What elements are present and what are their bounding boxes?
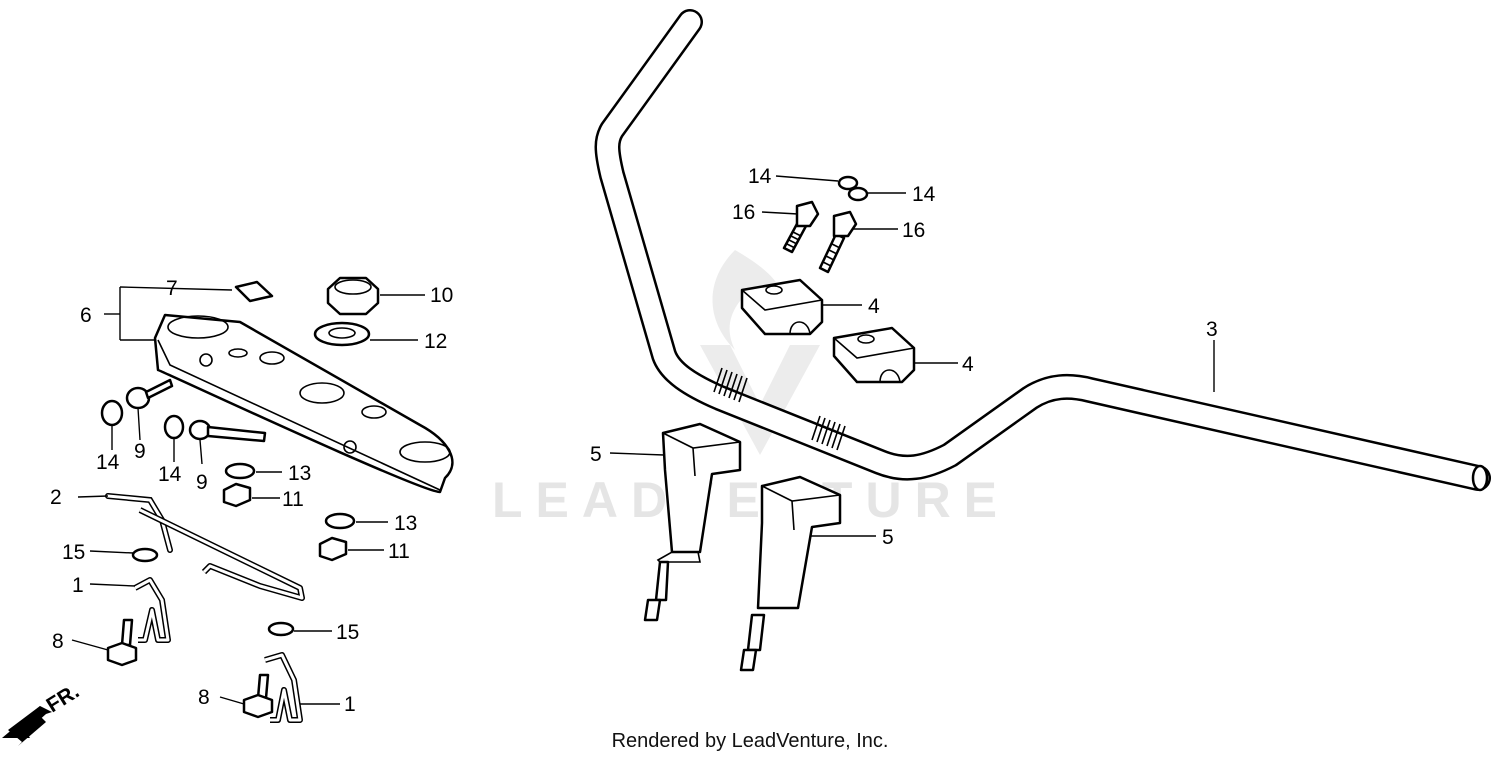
lower-holder-right — [739, 475, 842, 672]
callout-10: 10 — [430, 284, 453, 307]
clamp-upper — [133, 577, 171, 643]
upper-holder-left — [740, 278, 824, 336]
leader-lines — [71, 175, 1215, 705]
callout-9: 9 — [134, 440, 146, 463]
socket-bolt-long — [188, 419, 267, 443]
callout-6: 6 — [80, 304, 92, 327]
callout-16: 16 — [902, 219, 925, 242]
callout-4: 4 — [962, 353, 974, 376]
callout-11: 11 — [282, 488, 304, 511]
callout-15: 15 — [62, 541, 85, 564]
wire — [105, 493, 305, 601]
washer-13-lower — [324, 512, 356, 530]
callout-2: 2 — [50, 486, 62, 509]
nut-11-lower — [318, 536, 348, 562]
washer-15-upper — [131, 547, 159, 563]
callout-14: 14 — [912, 183, 936, 206]
washer-13-upper — [224, 462, 256, 480]
washer-15-lower — [267, 621, 295, 637]
callout-5: 5 — [882, 526, 894, 549]
cap-left-2 — [163, 414, 185, 440]
callout-14: 14 — [158, 463, 182, 486]
callout-8: 8 — [52, 630, 64, 653]
callout-9: 9 — [196, 471, 208, 494]
socket-bolt-left — [125, 378, 174, 410]
callout-5: 5 — [590, 443, 602, 466]
callout-15: 15 — [336, 621, 359, 644]
footer-credit: Rendered by LeadVenture, Inc. — [611, 730, 889, 752]
callouts: 1 1 2 3 4 4 5 5 6 7 8 8 9 9 10 11 11 12 … — [50, 165, 1218, 716]
top-bridge — [153, 313, 454, 494]
lower-holder-left — [643, 422, 742, 622]
bolt-8-lower — [242, 673, 274, 719]
cap-top-right — [847, 186, 869, 202]
callout-1: 1 — [72, 574, 84, 597]
callout-11: 11 — [388, 540, 410, 563]
callout-14: 14 — [748, 165, 772, 188]
callout-3: 3 — [1206, 318, 1218, 341]
callout-12: 12 — [424, 330, 447, 353]
label-plate — [234, 280, 274, 303]
callout-16: 16 — [732, 201, 755, 224]
callout-7: 7 — [166, 277, 178, 300]
handlebar — [594, 9, 1491, 492]
steering-stem-nut — [326, 276, 380, 316]
cap-top-left — [837, 175, 859, 191]
holder-bolt-left — [782, 200, 820, 254]
callout-14: 14 — [96, 451, 120, 474]
callout-8: 8 — [198, 686, 210, 709]
bolt-8-upper — [106, 618, 138, 667]
nut-11-upper — [222, 482, 252, 508]
callout-1: 1 — [344, 693, 356, 716]
callout-13: 13 — [288, 462, 311, 485]
holder-bolt-right — [818, 210, 858, 274]
watermark-text: LEADVENTURE — [492, 472, 1010, 528]
callout-4: 4 — [868, 295, 880, 318]
callout-13: 13 — [394, 512, 417, 535]
clamp-lower — [264, 652, 303, 723]
watermark: LEADVENTURE — [492, 250, 1010, 528]
stem-washer — [313, 321, 371, 347]
cap-left-1 — [100, 399, 124, 427]
upper-holder-right — [832, 326, 916, 384]
